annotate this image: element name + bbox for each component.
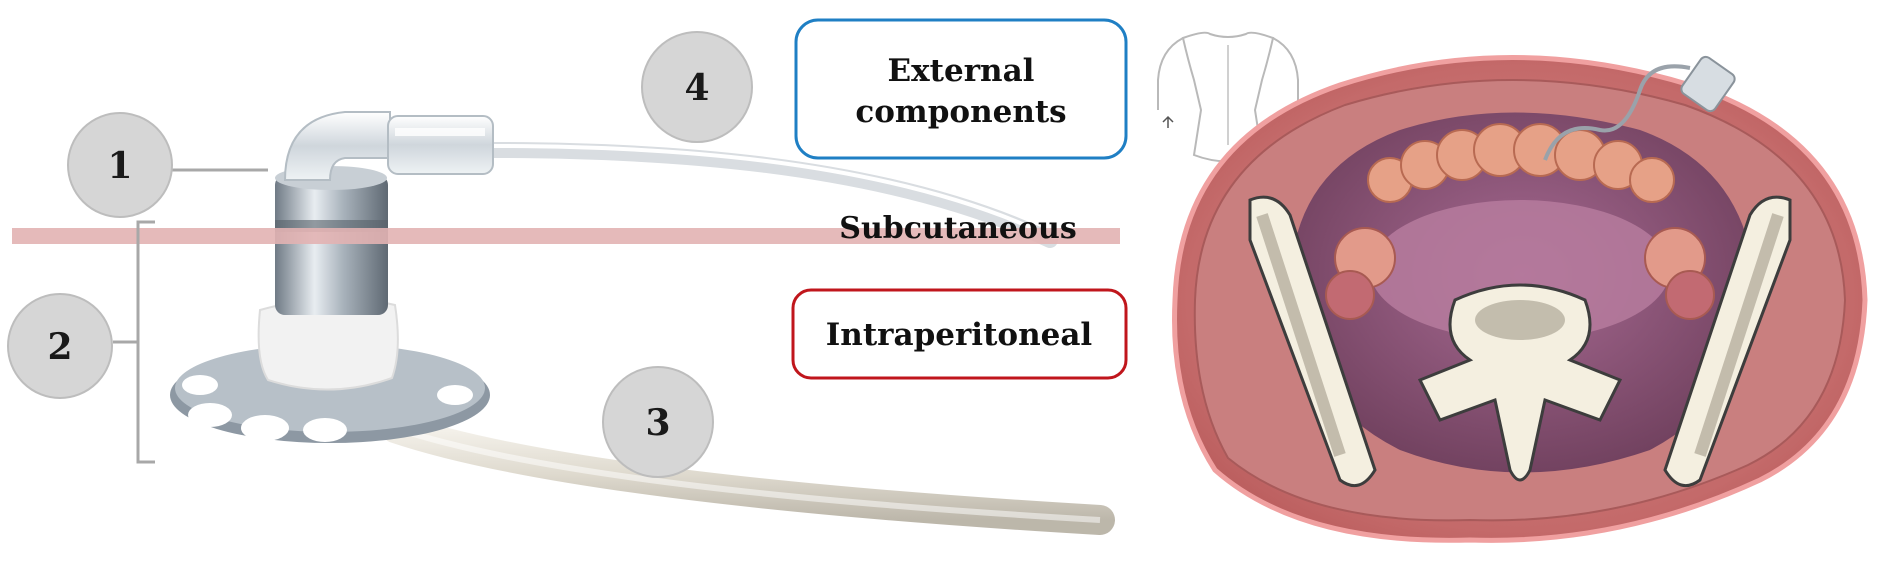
external-components-line1: External	[888, 53, 1035, 89]
clear-connector	[283, 111, 494, 181]
port-device	[170, 111, 1115, 535]
vertebra	[1417, 283, 1623, 482]
transverse-colon	[1367, 123, 1675, 203]
torso-icon	[1157, 31, 1299, 163]
label-1-text: 1	[107, 145, 132, 187]
base-plate	[170, 344, 490, 443]
intraperitoneal-label: Intraperitoneal	[826, 317, 1092, 353]
label-1: 1	[67, 112, 173, 218]
port-body	[275, 175, 388, 315]
label-3: 3	[602, 366, 714, 478]
abdominal-cross-section	[1172, 55, 1868, 543]
peritoneal-catheter	[380, 413, 1115, 535]
label-2: 2	[7, 293, 113, 399]
external-tubing	[482, 142, 1058, 248]
intraperitoneal-box: Intraperitoneal	[791, 288, 1128, 380]
inserted-catheter	[1543, 64, 1691, 161]
external-components-box: External components	[794, 18, 1128, 160]
bracket-2	[113, 220, 155, 464]
label-4-text: 4	[684, 67, 709, 109]
label-2-text: 2	[47, 326, 72, 368]
external-components-line2: components	[855, 94, 1066, 130]
subcutaneous-label: Subcutaneous	[839, 211, 1076, 246]
external-port-mini	[1680, 55, 1736, 113]
label-3-text: 3	[645, 402, 670, 444]
label-4: 4	[641, 31, 753, 143]
subcutaneous-band	[12, 228, 1120, 244]
